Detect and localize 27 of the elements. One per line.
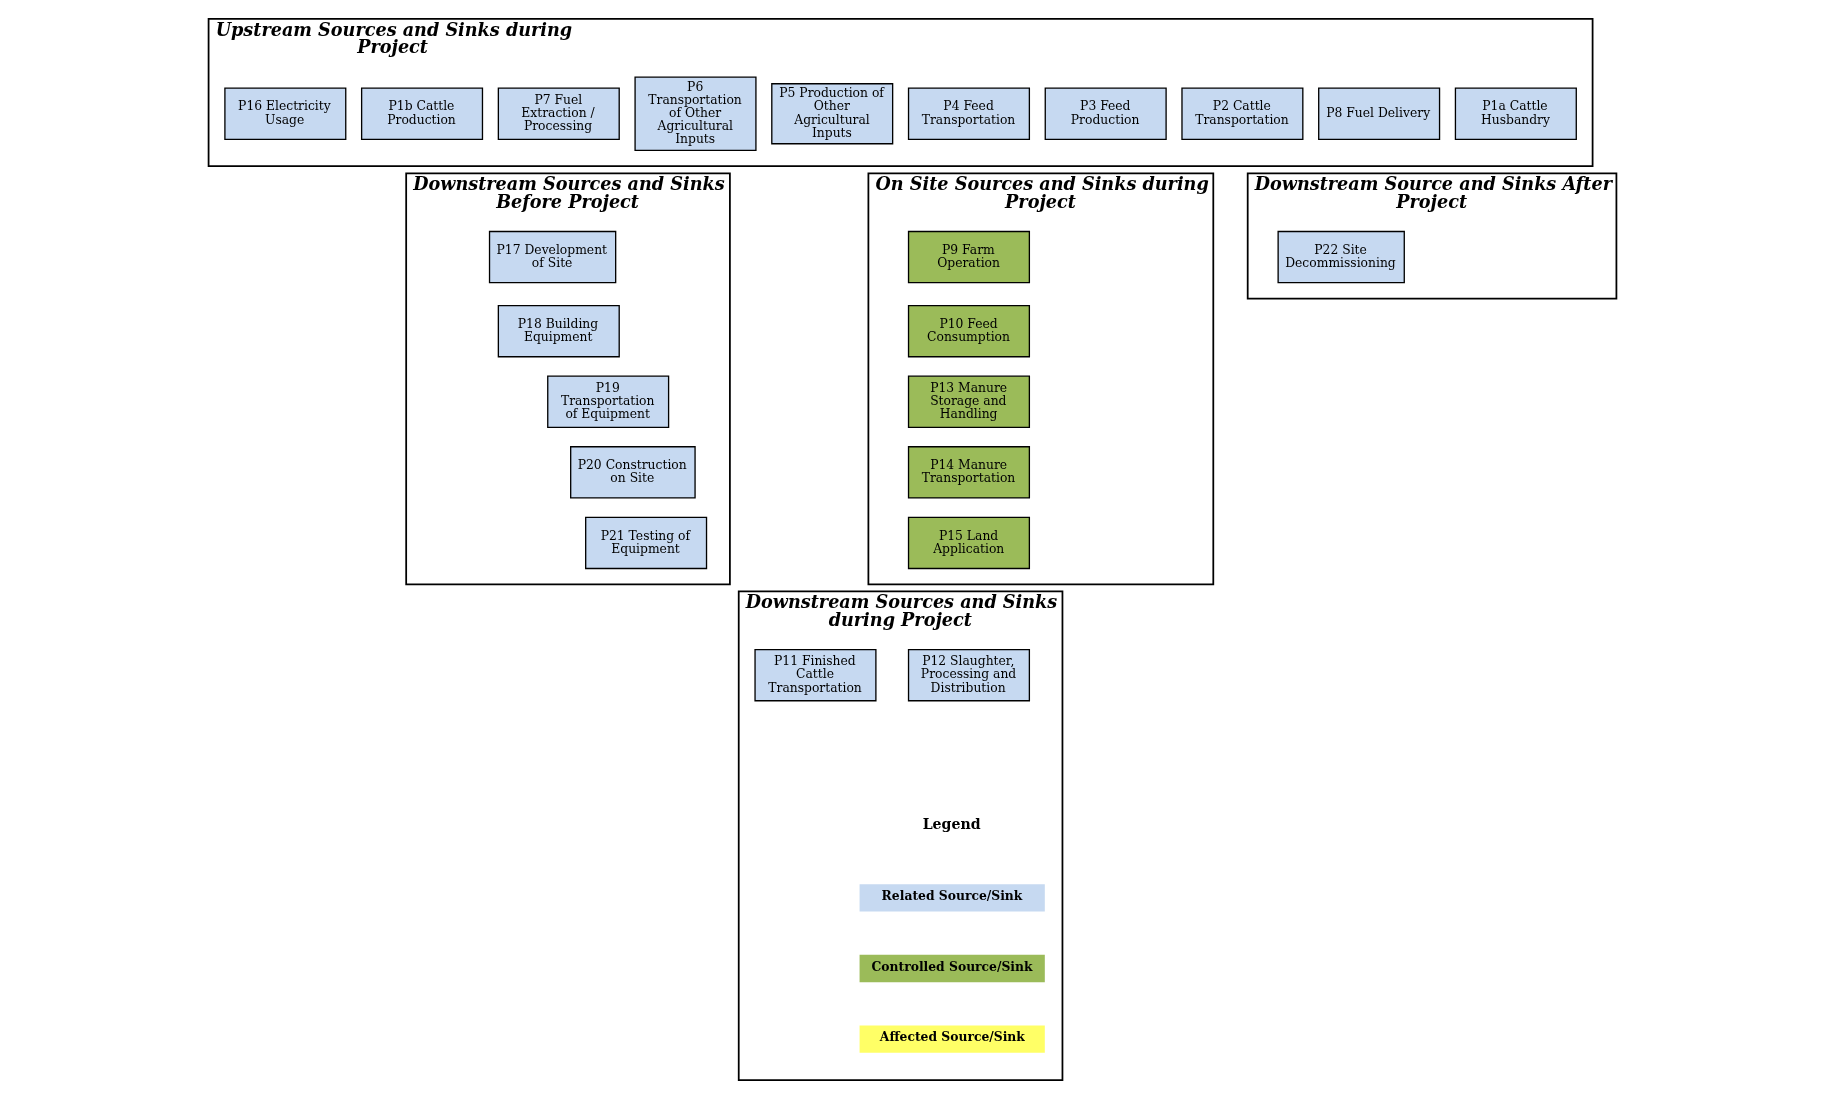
node-box: P21 Testing of Equipment (584, 516, 707, 570)
node-box: P22 Site Decommissioning (1276, 230, 1405, 284)
node-box: P20 Construction on Site (569, 446, 696, 499)
legend-label: Controlled Source/Sink (870, 958, 1033, 974)
node-box: P12 Slaughter, Processing and Distribution (907, 648, 1030, 702)
node-box: P9 Farm Operation (907, 230, 1030, 284)
node-box: P8 Fuel Delivery (1317, 87, 1440, 140)
node-box: P11 Finished Cattle Transportation (753, 648, 877, 702)
node-box: P13 Manure Storage and Handling (907, 375, 1030, 428)
node-box: P14 Manure Transportation (907, 446, 1030, 499)
node-box: P18 Building Equipment (497, 304, 620, 358)
node-box: P2 Cattle Transportation (1180, 87, 1303, 140)
label: Legend (922, 816, 981, 833)
node-box: P3 Feed Production (1044, 87, 1167, 140)
legend-label: Related Source/Sink (881, 888, 1022, 904)
node-box: P17 Development of Site (488, 230, 616, 284)
node-box: P19 Transportation of Equipment (546, 375, 669, 428)
node-box: P5 Production of Other Agricultural Inputs (770, 83, 893, 145)
node-box: P4 Feed Transportation (907, 87, 1030, 140)
node-box: P7 Fuel Extraction / Processing (497, 87, 620, 140)
node-box: P15 Land Application (907, 516, 1030, 570)
node-box: P10 Feed Consumption (907, 304, 1030, 358)
legend-label: Affected Source/Sink (879, 1029, 1025, 1045)
node-box: P1b Cattle Production (360, 87, 483, 140)
node-box: P16 Electricity Usage (223, 87, 346, 140)
node-box: P6 Transportation of Other Agricultural Inputs (633, 76, 757, 151)
node-box: P1a Cattle Husbandry (1454, 87, 1577, 140)
